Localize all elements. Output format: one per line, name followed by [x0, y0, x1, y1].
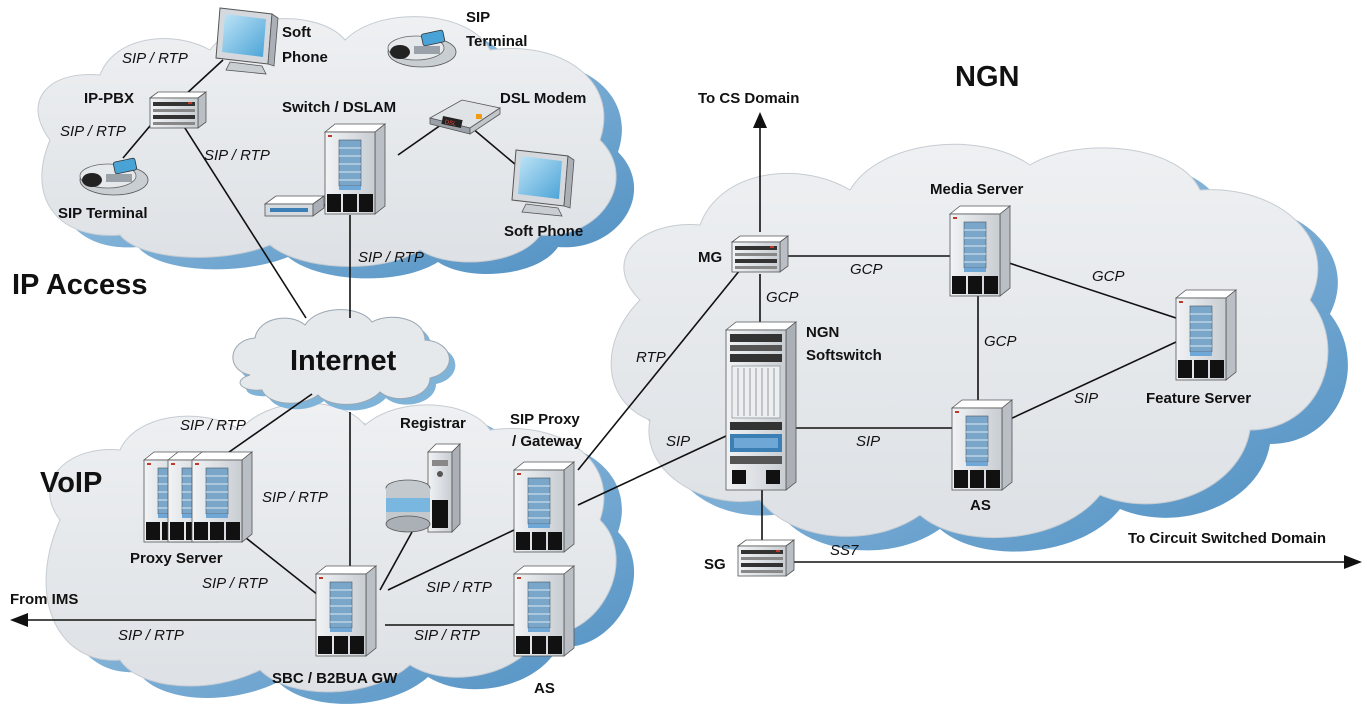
ngn-cloud: [610, 143, 1348, 552]
label-soft-phone-top-1: Soft: [282, 24, 311, 41]
label-from-ims: From IMS: [10, 591, 78, 608]
label-as-voip: AS: [534, 680, 555, 697]
sg-icon: [737, 539, 795, 577]
arrow-from-ims: [10, 613, 28, 627]
label-sip-proxy-2: / Gateway: [512, 433, 583, 450]
edge-label-proxy-sbc: SIP / RTP: [202, 575, 268, 592]
label-registrar: Registrar: [400, 415, 466, 432]
label-ngn-softswitch-2: Softswitch: [806, 347, 882, 364]
sbc-icon: [315, 565, 377, 657]
registrar-icon: [385, 443, 461, 533]
ip-pbx-icon: [149, 91, 207, 129]
label-sg: SG: [704, 556, 726, 573]
label-ngn-softswitch-1: NGN: [806, 324, 839, 341]
label-soft-phone-right: Soft Phone: [504, 223, 583, 240]
connection-lines: [28, 59, 1345, 626]
region-internet: Internet: [290, 345, 397, 377]
label-to-cs-domain: To CS Domain: [698, 90, 799, 107]
edge-label-ss7: SS7: [830, 542, 859, 559]
label-feature-server: Feature Server: [1146, 390, 1251, 407]
label-ip-pbx: IP-PBX: [84, 90, 134, 107]
edge-label-sbc-sipproxy: SIP / RTP: [426, 579, 492, 596]
ngn-softswitch-icon: [724, 321, 798, 491]
media-server-icon: [949, 205, 1011, 297]
internet-cloud: [232, 309, 456, 411]
edge-label-mg-media: GCP: [850, 261, 883, 278]
sip-proxy-gateway-icon: [513, 461, 575, 553]
switch-dslam-icon: [324, 123, 386, 215]
edge-label-rtp: RTP: [636, 349, 666, 366]
edge-label-media-feature: GCP: [1092, 268, 1125, 285]
edge-label-internet-proxy: SIP / RTP: [180, 417, 246, 434]
feature-server-icon: [1175, 289, 1237, 381]
proxy-server-icon: [143, 451, 253, 543]
label-soft-phone-top-2: Phone: [282, 49, 328, 66]
edge-label-internet-sbc: SIP / RTP: [262, 489, 328, 506]
edge-label-softphone-pbx: SIP / RTP: [122, 50, 188, 67]
edge-label-as-feature: SIP: [1074, 390, 1098, 407]
region-ngn: NGN: [955, 61, 1019, 93]
edge-label-softswitch-as: SIP: [856, 433, 880, 450]
label-as-ngn: AS: [970, 497, 991, 514]
edge-label-mg-softswitch: GCP: [766, 289, 799, 306]
arrow-to-cs-domain: [753, 112, 767, 128]
edge-label-sbc-as: SIP / RTP: [414, 627, 480, 644]
label-sbc: SBC / B2BUA GW: [272, 670, 398, 687]
label-sip-proxy-1: SIP Proxy: [510, 411, 580, 428]
label-sip-terminal-top-1: SIP: [466, 9, 490, 26]
as-voip-icon: [513, 565, 575, 657]
dslam-linecard-icon: [263, 195, 326, 217]
as-ngn-icon: [951, 399, 1013, 491]
dsl-modem-icon: DSL: [428, 99, 502, 135]
mg-icon: [731, 235, 789, 273]
label-sip-terminal-top-2: Terminal: [466, 33, 527, 50]
dsl-badge-text: DSL: [444, 120, 457, 128]
label-dsl-modem: DSL Modem: [500, 90, 586, 107]
arrow-to-circuit-switched: [1344, 555, 1362, 569]
region-voip: VoIP: [40, 467, 102, 499]
edge-label-from-ims: SIP / RTP: [118, 627, 184, 644]
edge-label-pbx-internet: SIP / RTP: [204, 147, 270, 164]
label-media-server: Media Server: [930, 181, 1024, 198]
label-sip-terminal-left: SIP Terminal: [58, 205, 147, 222]
label-proxy-server: Proxy Server: [130, 550, 223, 567]
label-mg: MG: [698, 249, 722, 266]
edge-label-sip-proxy-softswitch: SIP: [666, 433, 690, 450]
label-to-circuit-switched: To Circuit Switched Domain: [1128, 530, 1326, 547]
label-switch-dslam: Switch / DSLAM: [282, 99, 396, 116]
edge-label-media-as: GCP: [984, 333, 1017, 350]
region-ip-access: IP Access: [12, 269, 147, 301]
edge-label-pbx-terminal: SIP / RTP: [60, 123, 126, 140]
edge-label-dslam-internet: SIP / RTP: [358, 249, 424, 266]
